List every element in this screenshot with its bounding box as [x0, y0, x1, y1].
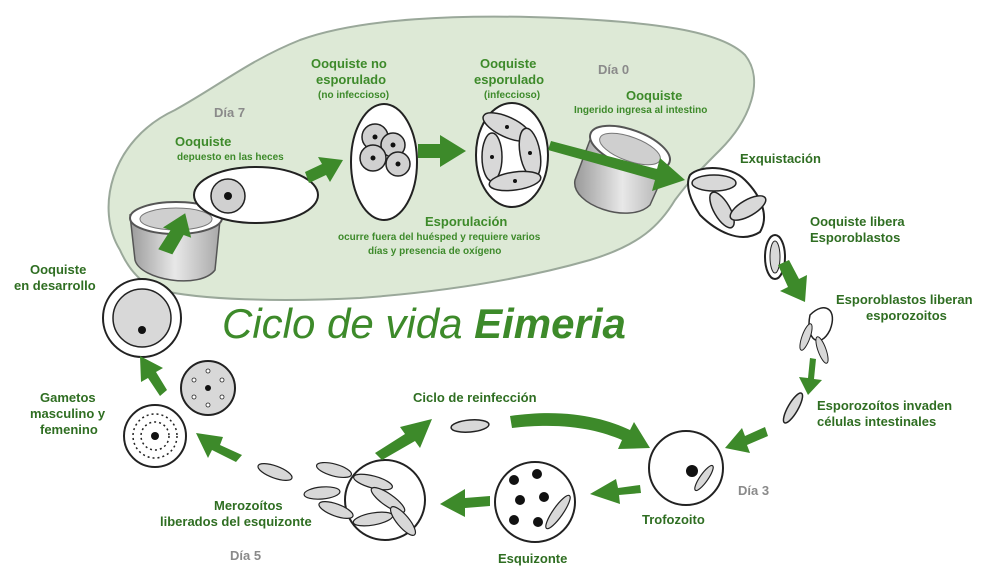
arrow-to-gametes — [196, 433, 242, 462]
arrow-to-developing-oocyst — [140, 356, 167, 396]
merozoitos-line1: Merozoítos — [214, 498, 283, 513]
trofozoito-label: Trofozoito — [642, 512, 705, 527]
developing-oocyst-illustration — [102, 278, 182, 358]
arrow-reinfection-loop — [510, 413, 650, 449]
esporulacion-title: Esporulación — [425, 214, 507, 229]
ooquiste-esporulado-sub: (infeccioso) — [484, 90, 540, 101]
merozoitos-line2: liberados del esquizonte — [160, 514, 312, 529]
arrow-to-invade — [799, 358, 822, 395]
ooquiste-ingerido-title: Ooquiste — [626, 88, 682, 103]
arrow-to-trophozoite — [725, 427, 768, 453]
trophozoite-illustration — [648, 430, 724, 506]
libera-esporoblastos-line1: Ooquiste libera — [810, 214, 905, 229]
esporulacion-line3: días y presencia de oxígeno — [368, 246, 501, 257]
sporozoites-release-illustration — [799, 307, 834, 364]
unsporulated-oocyst-illustration — [350, 103, 418, 221]
ooquiste-esporulado-line2: esporulado — [474, 72, 544, 87]
reinfeccion-label: Ciclo de reinfección — [413, 390, 537, 405]
arrow-to-esporoblastos — [778, 260, 807, 302]
ooquiste-depuesto-sub: depuesto en las heces — [177, 152, 284, 163]
arrow-sporulated-to-tube — [548, 141, 685, 191]
arrow-unsporulated-to-sporulated — [418, 135, 466, 167]
ooquiste-ingerido-sub: Ingerido ingresa al intestino — [574, 105, 707, 116]
external-environment-region — [107, 15, 755, 301]
gametos-line1: Gametos — [40, 390, 96, 405]
day-0-label: Día 0 — [598, 62, 629, 77]
ooquiste-desarrollo-line2: en desarrollo — [14, 278, 96, 293]
arrow-to-schizont — [590, 479, 641, 504]
exquistacion-label: Exquistación — [740, 151, 821, 166]
liberan-esporozoitos-line1: Esporoblastos liberan — [836, 292, 973, 307]
arrow-to-merozoites — [440, 489, 490, 517]
ooquiste-esporulado-line1: Ooquiste — [480, 56, 536, 71]
diagram-title: Ciclo de vida Eimeria — [222, 300, 626, 347]
gametos-line2: masculino y — [30, 406, 106, 421]
esquizonte-label: Esquizonte — [498, 551, 567, 566]
male-gamete-illustration — [123, 404, 187, 468]
ooquiste-depuesto-title: Ooquiste — [175, 134, 231, 149]
ooquiste-no-esporulado-line2: esporulado — [316, 72, 386, 87]
female-gamete-illustration — [180, 360, 236, 416]
day-5-label: Día 5 — [230, 548, 261, 563]
gametos-line3: femenino — [40, 422, 98, 437]
day-3-label: Día 3 — [738, 483, 769, 498]
merozoites-illustration — [257, 459, 426, 541]
invaden-celulas-line2: células intestinales — [817, 414, 936, 429]
ooquiste-desarrollo-line1: Ooquiste — [30, 262, 86, 277]
arrow-reinfection-up — [375, 419, 432, 460]
oocyst-deposited-illustration — [193, 166, 319, 224]
liberan-esporozoitos-line2: esporozoitos — [866, 308, 947, 323]
invaden-celulas-line1: Esporozoítos invaden — [817, 398, 952, 413]
ooquiste-no-esporulado-sub: (no infeccioso) — [318, 90, 389, 101]
reinfection-merozoite-illustration — [450, 419, 490, 433]
schizont-illustration — [494, 461, 576, 543]
ooquiste-no-esporulado-line1: Ooquiste no — [311, 56, 387, 71]
libera-esporoblastos-line2: Esporoblastos — [810, 230, 900, 245]
excystation-illustration — [687, 167, 786, 280]
sporulated-oocyst-illustration — [475, 102, 549, 208]
day-7-label: Día 7 — [214, 105, 245, 120]
esporulacion-line2: ocurre fuera del huésped y requiere vari… — [338, 232, 541, 243]
sporozoite-invading-illustration — [782, 392, 804, 424]
arrow-exit-to-deposit — [158, 213, 192, 255]
cycle-arrows — [140, 135, 822, 517]
arrow-deposit-to-unsporulated — [305, 157, 343, 183]
